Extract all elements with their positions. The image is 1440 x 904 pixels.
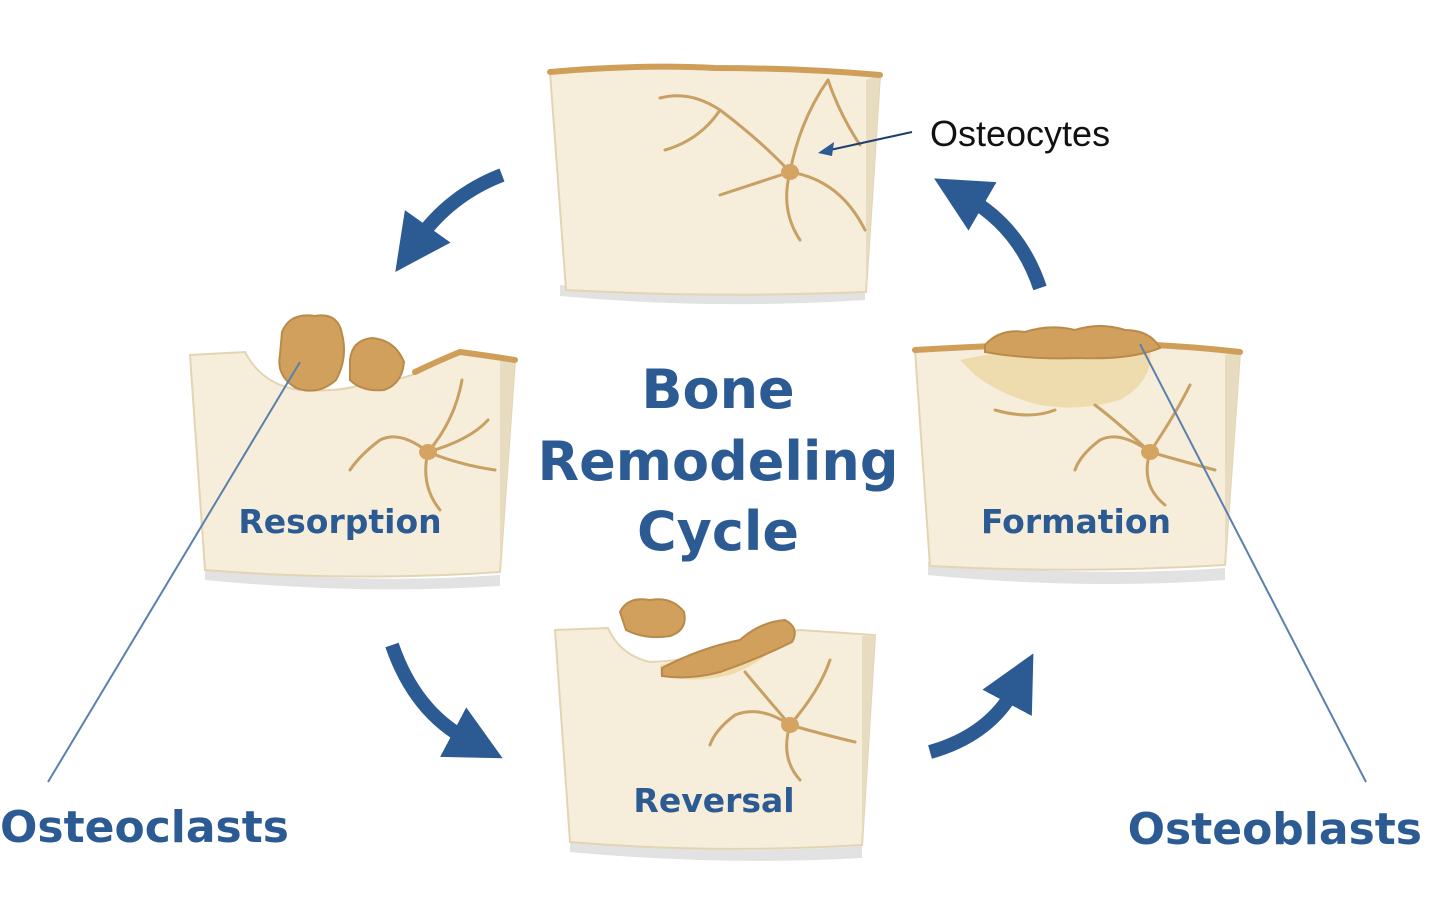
arrow-resorption-to-reversal bbox=[385, 642, 503, 759]
osteocyte-network-reversal bbox=[708, 658, 857, 782]
bone-block-reversal: Reversal bbox=[553, 598, 877, 861]
osteocyte-network-resorption bbox=[348, 378, 497, 512]
stage-label-formation: Formation bbox=[981, 502, 1171, 541]
label-osteocytes: Osteocytes bbox=[930, 113, 1110, 154]
diagram-title: Bone Remodeling Cycle bbox=[538, 358, 899, 563]
osteocyte-network-formation bbox=[993, 383, 1217, 507]
osteoclast-cells bbox=[278, 314, 406, 392]
osteocytes-annotation: Osteocytes bbox=[818, 113, 1110, 156]
title-line-3: Cycle bbox=[637, 500, 799, 563]
bone-block-top bbox=[547, 63, 883, 305]
osteocytes-pointer-arrowhead bbox=[818, 142, 834, 156]
title-line-2: Remodeling bbox=[538, 430, 899, 493]
stage-label-reversal: Reversal bbox=[633, 781, 794, 820]
osteocytes-leader-line bbox=[829, 131, 913, 151]
osteoblasts-annotation: Osteoblasts bbox=[1128, 343, 1422, 855]
title-line-1: Bone bbox=[641, 358, 794, 421]
stage-label-resorption: Resorption bbox=[238, 502, 441, 541]
osteoclasts-annotation: Osteoclasts bbox=[0, 361, 301, 853]
arrow-top-to-resorption bbox=[395, 168, 505, 272]
arrow-formation-to-top bbox=[934, 178, 1047, 291]
reversal-cells bbox=[618, 598, 796, 679]
arrow-reversal-to-formation bbox=[928, 653, 1034, 759]
label-osteoblasts: Osteoblasts bbox=[1128, 804, 1422, 855]
osteoclasts-leader-line bbox=[47, 361, 301, 783]
label-osteoclasts: Osteoclasts bbox=[0, 802, 289, 853]
osteoblasts-leader-line bbox=[1139, 343, 1367, 783]
osteoblast-cells bbox=[984, 325, 1162, 360]
osteocyte-network-top bbox=[658, 78, 867, 242]
bone-block-formation: Formation bbox=[912, 325, 1243, 584]
cycle-arrows bbox=[385, 168, 1047, 759]
bone-block-resorption: Resorption bbox=[188, 314, 518, 590]
